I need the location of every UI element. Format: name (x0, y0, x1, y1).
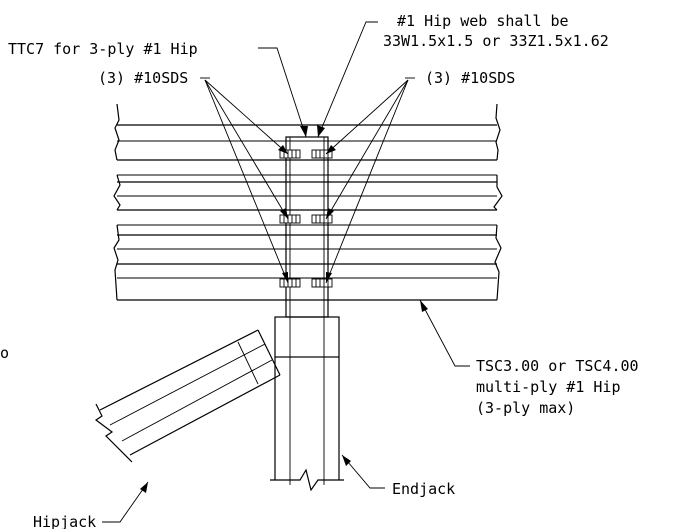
screws (279, 149, 333, 288)
tsc-note-line-3: (3-ply max) (476, 399, 575, 417)
tsc-note-line-2: multi-ply #1 Hip (476, 378, 621, 396)
screw (279, 214, 301, 224)
arrowhead (278, 145, 288, 154)
arrowhead (280, 208, 288, 219)
hip-ply-3 (117, 234, 497, 301)
endjack-label: Endjack (392, 480, 455, 498)
hip-web (285, 136, 329, 318)
hipjack-member (94, 329, 281, 463)
hip-web-note-line-1: #1 Hip web shall be (397, 12, 569, 30)
arrowhead (420, 300, 428, 312)
sds-screws-right-label: (3) #10SDS (425, 69, 515, 87)
screw (279, 278, 301, 288)
screw (311, 278, 333, 288)
hip-break-right (493, 103, 503, 301)
sds-screws-left-label: (3) #10SDS (98, 69, 188, 87)
arrowhead (300, 126, 308, 137)
arrowhead (342, 455, 351, 466)
hipjack-label: Hipjack (33, 513, 96, 529)
hip-ply-2 (117, 181, 497, 226)
endjack-member (270, 357, 344, 492)
screw (311, 149, 333, 159)
tsc-note-line-1: TSC3.00 or TSC4.00 (476, 357, 639, 375)
leader-lines (102, 21, 470, 523)
arrowhead (317, 125, 325, 137)
stray-mark: o (0, 344, 9, 362)
arrowhead (326, 272, 332, 283)
arrowhead (140, 482, 148, 493)
hip-web-note-line-2: 33W1.5x1.5 or 33Z1.5x1.62 (383, 32, 609, 50)
hip-ply-1 (117, 124, 497, 176)
arrowhead (282, 272, 288, 283)
arrowhead (326, 208, 334, 219)
screw (311, 214, 333, 224)
arrowhead (326, 145, 336, 154)
ttc7-label: TTC7 for 3-ply #1 Hip (8, 40, 198, 58)
hip-break-left (113, 103, 121, 301)
tsc-seat (274, 316, 340, 358)
